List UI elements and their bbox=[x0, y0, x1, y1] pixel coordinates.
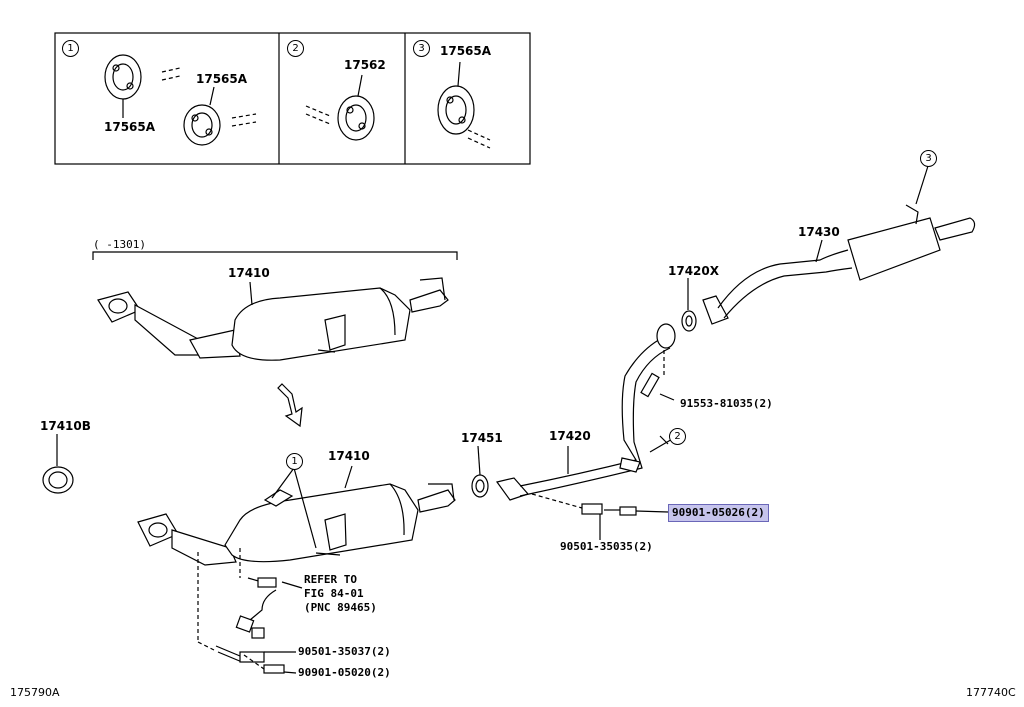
converter-17410-top-icon bbox=[97, 277, 449, 361]
inset2-part-17562: 17562 bbox=[344, 58, 386, 72]
inset1-part-17565a-upper: 17565A bbox=[196, 72, 248, 86]
part-17410-bottom: 17410 bbox=[328, 449, 370, 463]
part-90901-05026-highlighted[interactable]: 90901-05026(2) bbox=[668, 504, 769, 522]
gasket-17451-icon bbox=[471, 474, 489, 498]
hanger-17565a-icon bbox=[104, 54, 142, 100]
refer-note-line2: FIG 84-01 bbox=[304, 587, 364, 600]
hanger-17565a-icon bbox=[183, 104, 221, 146]
part-91553-81035: 91553-81035(2) bbox=[680, 397, 773, 410]
gasket-17420x-icon bbox=[681, 310, 697, 332]
part-17420: 17420 bbox=[549, 429, 591, 443]
callout-2: 2 bbox=[669, 428, 686, 445]
part-90501-35035: 90501-35035(2) bbox=[560, 540, 653, 553]
inset1-part-17565a-lower: 17565A bbox=[104, 120, 156, 134]
part-17430: 17430 bbox=[798, 225, 840, 239]
tail-muffler-17430-icon bbox=[702, 204, 976, 325]
center-pipe-17420-icon bbox=[495, 323, 676, 501]
inset-frame bbox=[54, 32, 531, 165]
inset3-callout-number: 3 bbox=[413, 40, 430, 57]
hanger-17565a-icon bbox=[437, 85, 475, 135]
range-note: ( -1301) bbox=[93, 238, 146, 251]
part-17410-top: 17410 bbox=[228, 266, 270, 280]
inset3-part-17565a: 17565A bbox=[440, 44, 492, 58]
footer-left-code: 175790A bbox=[10, 686, 60, 699]
part-17451: 17451 bbox=[461, 431, 503, 445]
part-90901-05020: 90901-05020(2) bbox=[298, 666, 391, 679]
converter-17410-bottom-icon bbox=[137, 483, 456, 566]
refer-note-line1: REFER TO bbox=[304, 573, 357, 586]
hanger-17562-icon bbox=[337, 95, 375, 141]
callout-1: 1 bbox=[286, 453, 303, 470]
inset2-callout-number: 2 bbox=[287, 40, 304, 57]
footer-right-code: 177740C bbox=[966, 686, 1016, 699]
part-17410b: 17410B bbox=[40, 419, 91, 433]
part-90501-35037: 90501-35037(2) bbox=[298, 645, 391, 658]
gasket-17410b-icon bbox=[42, 466, 74, 494]
inset1-callout-number: 1 bbox=[62, 40, 79, 57]
part-17420x: 17420X bbox=[668, 264, 719, 278]
callout-3: 3 bbox=[920, 150, 937, 167]
refer-note-line3: (PNC 89465) bbox=[304, 601, 377, 614]
